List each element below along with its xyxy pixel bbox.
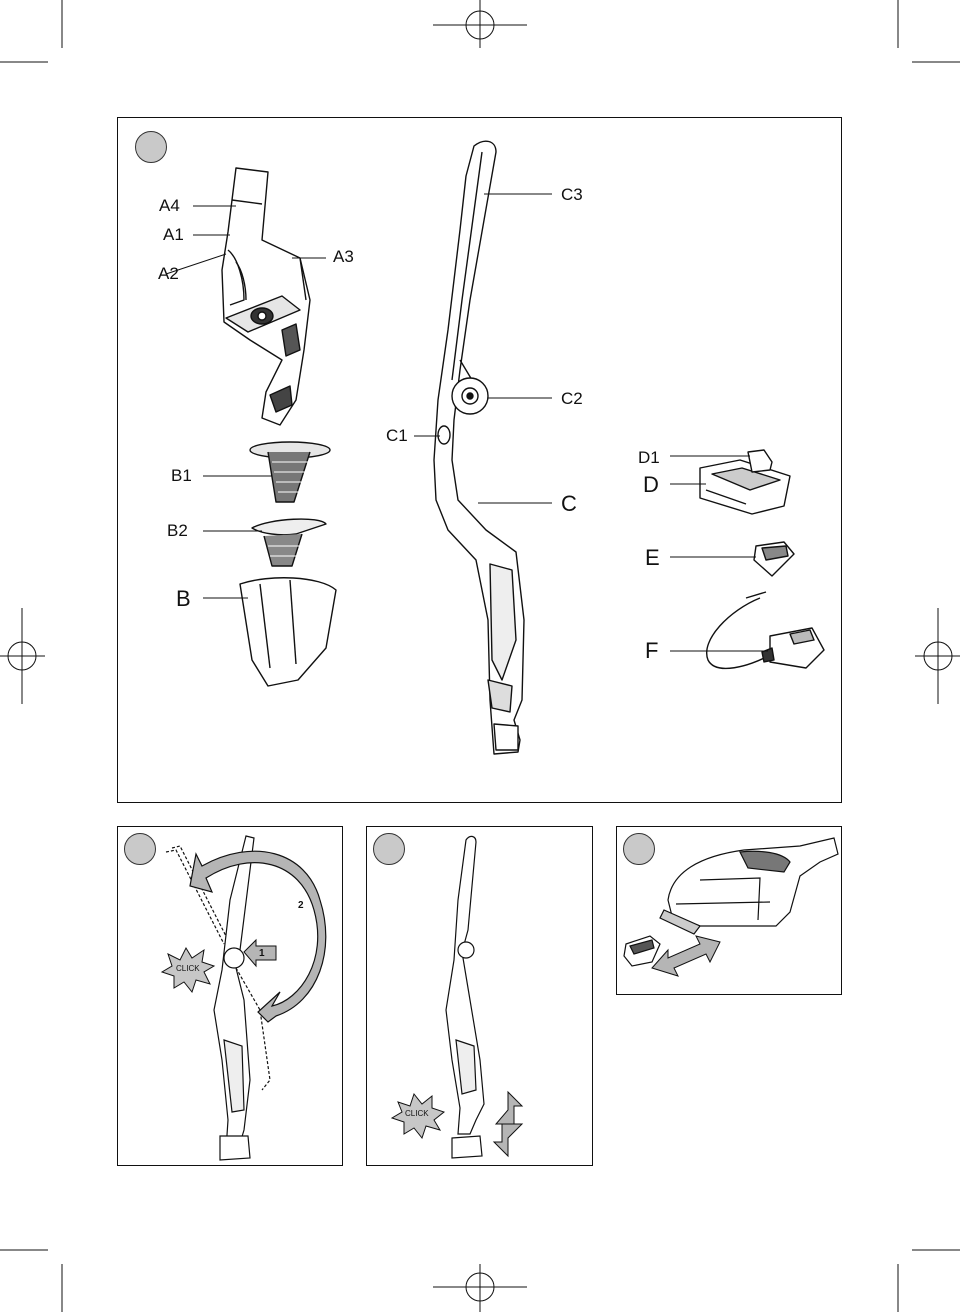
attach-double-arrow (652, 936, 720, 976)
